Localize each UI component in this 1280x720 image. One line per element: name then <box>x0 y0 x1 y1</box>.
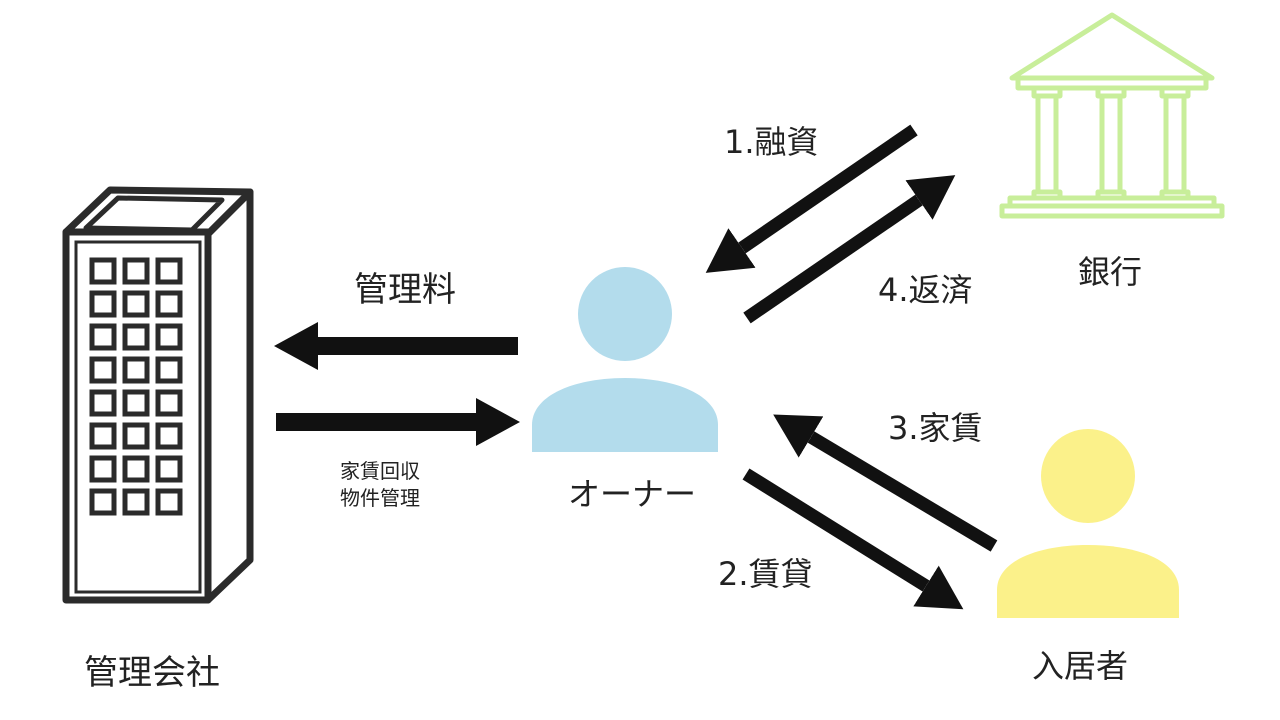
building-window <box>155 323 183 351</box>
building-window <box>122 290 150 318</box>
building-window <box>89 422 117 450</box>
fee-label: 管理料 <box>354 270 456 310</box>
management-company-label: 管理会社 <box>84 653 220 693</box>
bank-icon <box>999 12 1225 219</box>
lease-arrow <box>742 468 964 610</box>
lease-label: 2.賃貸 <box>718 555 813 593</box>
office-building-icon <box>62 186 254 604</box>
owner-person-icon <box>532 267 718 452</box>
repay-arrow <box>743 175 956 324</box>
building-window <box>155 455 183 483</box>
building-window <box>89 323 117 351</box>
building-window <box>155 389 183 417</box>
building-window <box>155 290 183 318</box>
building-window <box>122 422 150 450</box>
building-window <box>122 389 150 417</box>
building-window <box>89 389 117 417</box>
bank-label: 銀行 <box>1078 253 1143 291</box>
building-window <box>122 356 150 384</box>
services-line-property-management: 物件管理 <box>340 486 420 510</box>
rent-label: 3.家賃 <box>888 409 983 447</box>
building-windows <box>89 257 183 516</box>
building-window <box>89 488 117 516</box>
building-window <box>155 488 183 516</box>
building-window <box>122 488 150 516</box>
tenant-label: 入居者 <box>1032 647 1129 685</box>
loan-label: 1.融資 <box>724 123 819 161</box>
owner-label: オーナー <box>568 475 697 513</box>
services-line-rent-collection: 家賃回収 <box>340 459 420 483</box>
rent-arrow <box>773 414 998 552</box>
repay-label: 4.返済 <box>878 271 973 309</box>
tenant-person-icon <box>997 429 1179 618</box>
building-window <box>155 422 183 450</box>
building-window <box>89 356 117 384</box>
building-window <box>89 455 117 483</box>
building-window <box>89 257 117 285</box>
building-window <box>155 257 183 285</box>
building-window <box>122 455 150 483</box>
building-window <box>122 323 150 351</box>
loan-arrow <box>705 124 918 273</box>
services-label: 家賃回収 物件管理 <box>340 458 420 512</box>
building-window <box>122 257 150 285</box>
building-window <box>89 290 117 318</box>
building-window <box>155 356 183 384</box>
